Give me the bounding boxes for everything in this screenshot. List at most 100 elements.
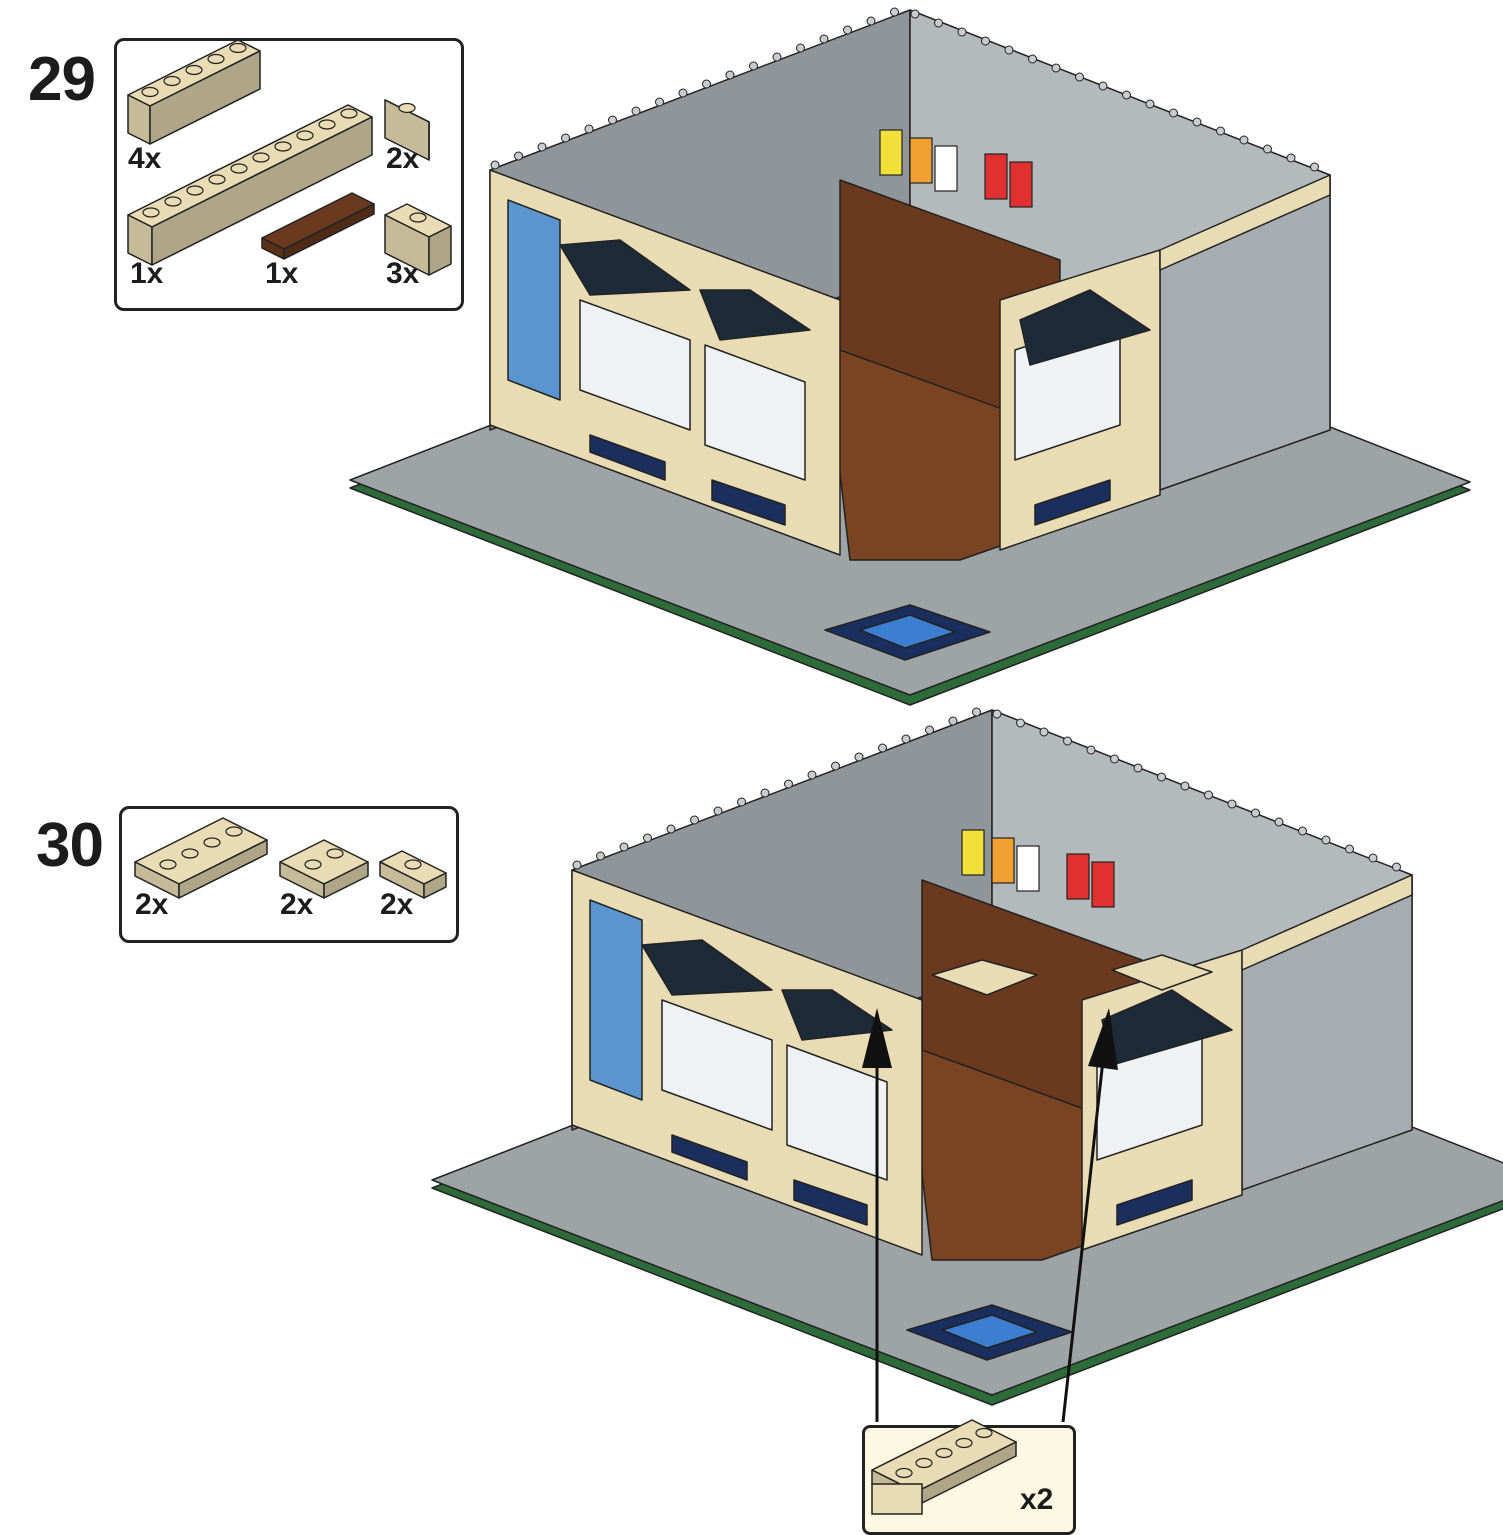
stud bbox=[976, 1429, 992, 1438]
stud bbox=[515, 152, 523, 160]
stud bbox=[1005, 46, 1013, 54]
stud bbox=[750, 62, 758, 70]
stud bbox=[820, 35, 828, 43]
stud bbox=[1240, 136, 1248, 144]
shelf-item bbox=[935, 146, 957, 191]
stud bbox=[399, 103, 415, 112]
stud bbox=[1252, 809, 1260, 817]
stud bbox=[1287, 154, 1295, 162]
stud bbox=[656, 98, 664, 106]
stud bbox=[916, 1459, 932, 1468]
stud bbox=[761, 789, 769, 797]
stud bbox=[1029, 55, 1037, 63]
stud bbox=[182, 849, 198, 858]
stud bbox=[1111, 755, 1119, 763]
shelf-item bbox=[880, 130, 902, 175]
stud bbox=[1299, 827, 1307, 835]
stud bbox=[231, 164, 247, 173]
stud bbox=[982, 37, 990, 45]
stud bbox=[993, 710, 1001, 718]
stud bbox=[726, 71, 734, 79]
stud bbox=[797, 44, 805, 52]
stud bbox=[275, 142, 291, 151]
stud bbox=[142, 88, 158, 97]
stud bbox=[832, 762, 840, 770]
stud bbox=[867, 17, 875, 25]
shelf-item bbox=[992, 838, 1014, 883]
blue-wall-panel bbox=[590, 900, 642, 1100]
stud bbox=[1181, 782, 1189, 790]
stud bbox=[902, 735, 910, 743]
stud bbox=[896, 1469, 912, 1478]
stud bbox=[1217, 127, 1225, 135]
shelf-item bbox=[1010, 162, 1032, 207]
stud bbox=[1017, 719, 1025, 727]
stud bbox=[410, 213, 426, 222]
stud bbox=[1311, 163, 1319, 171]
stud bbox=[319, 120, 335, 129]
stud bbox=[405, 860, 421, 869]
part-1x1-brick bbox=[385, 100, 429, 160]
stud bbox=[1076, 73, 1084, 81]
stud bbox=[1275, 818, 1283, 826]
stud bbox=[879, 744, 887, 752]
stud bbox=[538, 143, 546, 151]
stud bbox=[1228, 800, 1236, 808]
stud bbox=[773, 53, 781, 61]
stud bbox=[714, 807, 722, 815]
stud bbox=[562, 134, 570, 142]
part-2x2-plate bbox=[380, 851, 446, 898]
stud bbox=[209, 175, 225, 184]
stud bbox=[1369, 854, 1377, 862]
stud bbox=[1170, 109, 1178, 117]
stud bbox=[491, 161, 499, 169]
stud bbox=[585, 125, 593, 133]
stud bbox=[949, 717, 957, 725]
stud bbox=[1158, 773, 1166, 781]
stud bbox=[305, 860, 321, 869]
stud bbox=[573, 861, 581, 869]
stud bbox=[164, 77, 180, 86]
stud bbox=[297, 131, 313, 140]
stud bbox=[1205, 791, 1213, 799]
stud bbox=[226, 827, 242, 836]
stud bbox=[143, 208, 159, 217]
stud bbox=[327, 849, 343, 858]
stud bbox=[911, 10, 919, 18]
stud bbox=[341, 109, 357, 118]
part-1x4-tile bbox=[262, 193, 374, 259]
stud bbox=[935, 19, 943, 27]
stud bbox=[1393, 863, 1401, 871]
shelf-item bbox=[962, 830, 984, 875]
stud bbox=[597, 852, 605, 860]
stud bbox=[936, 1449, 952, 1458]
stud bbox=[187, 186, 203, 195]
stud bbox=[1264, 145, 1272, 153]
part-2x3-plate bbox=[280, 840, 368, 898]
stud bbox=[1193, 118, 1201, 126]
stud bbox=[632, 107, 640, 115]
stud bbox=[891, 8, 899, 16]
stud bbox=[855, 753, 863, 761]
stud bbox=[738, 798, 746, 806]
stud bbox=[691, 816, 699, 824]
stud bbox=[620, 843, 628, 851]
stud bbox=[808, 771, 816, 779]
building-step-30 bbox=[432, 708, 1503, 1405]
stud bbox=[1322, 836, 1330, 844]
stud bbox=[1087, 746, 1095, 754]
subassembly-bracket bbox=[872, 1484, 922, 1514]
part-1x2-brick bbox=[385, 204, 451, 275]
stud bbox=[230, 44, 246, 53]
stud bbox=[1134, 764, 1142, 772]
stud bbox=[160, 860, 176, 869]
stud bbox=[958, 28, 966, 36]
stud bbox=[785, 780, 793, 788]
shelf-item bbox=[1067, 854, 1089, 899]
building-step-29 bbox=[350, 8, 1470, 705]
stud bbox=[667, 825, 675, 833]
shelf-item bbox=[1092, 862, 1114, 907]
shelf-item bbox=[985, 154, 1007, 199]
stud bbox=[1346, 845, 1354, 853]
